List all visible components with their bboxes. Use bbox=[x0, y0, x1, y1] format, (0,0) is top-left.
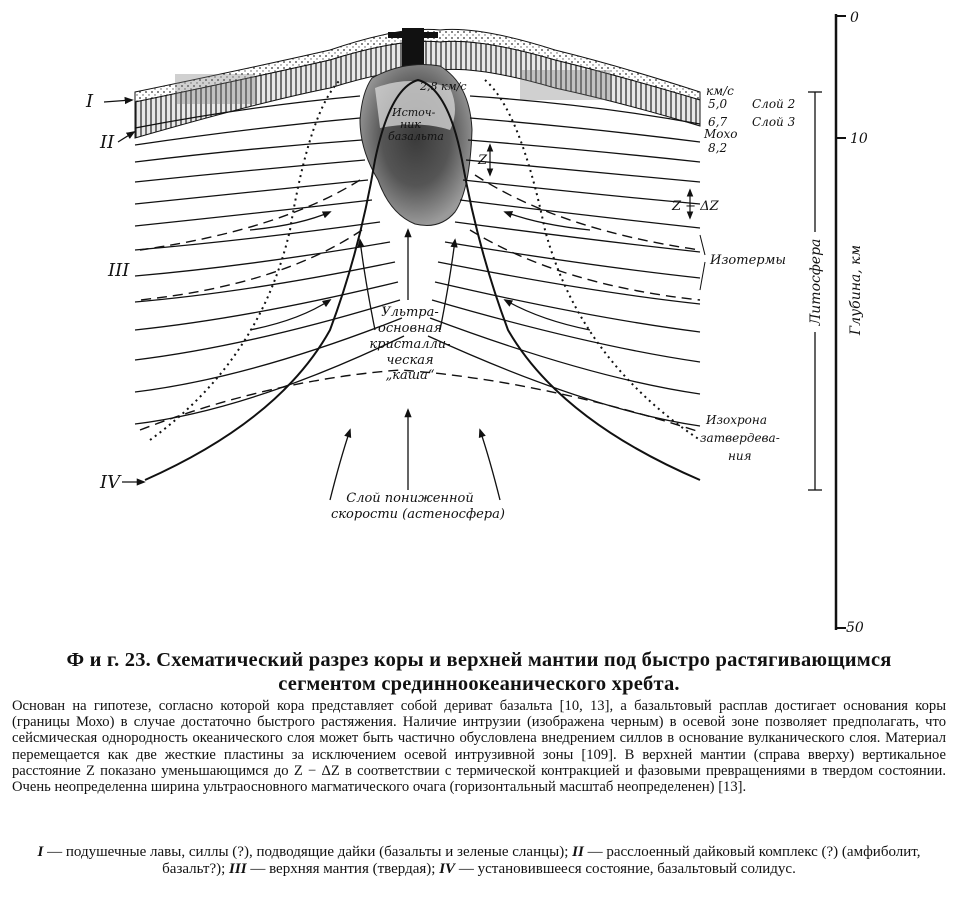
isochron-label: Изохрона затвердева- ния bbox=[700, 413, 780, 463]
basalt-source-line-3: базальта bbox=[388, 130, 444, 143]
basalt-source-line-1: Источ- bbox=[391, 106, 436, 119]
flow-arrows bbox=[249, 211, 591, 501]
layer-2-label: Слой 2 bbox=[752, 97, 795, 111]
figure-legend: I — подушечные лавы, силлы (?), подводящ… bbox=[12, 844, 946, 878]
figure-caption-title: Ф и г. 23. Схематический разрез коры и в… bbox=[14, 648, 944, 696]
velocity-mantle: 8,2 bbox=[708, 141, 727, 155]
caption-title-line-2: сегментом срединноокеанического хребта. bbox=[278, 673, 680, 695]
caption-body-text: Основан на гипотезе, согласно которой ко… bbox=[12, 698, 946, 796]
basalt-solidus-curve bbox=[144, 78, 701, 481]
legend-II-key: II bbox=[572, 844, 584, 860]
crust-velocity-labels: км/с 5,0 6,7 Мохо 8,2 Слой 2 Слой 3 2,8 … bbox=[419, 80, 796, 155]
layer-3-hatched bbox=[134, 40, 701, 139]
z-label: Z bbox=[477, 153, 488, 168]
depth-scale: 0 10 50 Глубина, км Литосфера bbox=[806, 10, 868, 636]
layer-3-label: Слой 3 bbox=[752, 115, 796, 129]
legend-I-key: I bbox=[37, 844, 44, 860]
basalt-source-line-2: ник bbox=[400, 118, 421, 131]
label-IV: IV bbox=[99, 472, 122, 493]
legend-III-text: — верхняя мантия (твердая); bbox=[246, 861, 440, 877]
ridge-cross-section-figure: I II III IV км/с 5,0 6,7 Мохо 8,2 Слой 2… bbox=[85, 10, 868, 636]
legend-I-text: — подушечные лавы, силлы (?), подводящие… bbox=[43, 844, 573, 860]
z-markers: Z Z − ΔZ bbox=[477, 143, 720, 220]
legend-II-text: — расслоенный дайковый комплекс (?) (амф… bbox=[162, 844, 921, 877]
depth-axis-label: Глубина, км bbox=[848, 245, 864, 336]
figure-caption-body: Основан на гипотезе, согласно которой ко… bbox=[12, 698, 946, 795]
lithosphere-label: Литосфера bbox=[808, 239, 824, 327]
isotherms-label-group: Изотермы bbox=[699, 234, 786, 291]
legend-IV-text: — установившееся состояние, базальтовый … bbox=[455, 861, 796, 877]
depth-tick-50: 50 bbox=[846, 620, 864, 636]
crystal-mush-line-3: кристалли- bbox=[369, 337, 450, 352]
isochron-line-1: Изохрона bbox=[705, 413, 767, 427]
label-III: III bbox=[107, 260, 130, 281]
crystal-mush-label: Ультра- основная кристалли- ческая „каша… bbox=[369, 305, 450, 383]
isotherm-lines bbox=[134, 95, 701, 427]
surface-velocity: 2,8 км/с bbox=[419, 80, 467, 93]
solidification-isochron-dashed bbox=[139, 369, 701, 433]
legend-IV-key: IV bbox=[439, 861, 456, 877]
crystal-mush-line-2: основная bbox=[378, 321, 442, 336]
velocity-unit: км/с bbox=[706, 84, 734, 98]
roman-labels: I II III IV bbox=[85, 91, 146, 493]
dotted-boundary bbox=[149, 79, 701, 441]
depth-tick-10: 10 bbox=[850, 131, 868, 147]
isotherms-label: Изотермы bbox=[709, 253, 786, 268]
depth-tick-0: 0 bbox=[850, 10, 859, 26]
asthenosphere-line-1: Слой пониженной bbox=[346, 491, 474, 506]
label-I: I bbox=[85, 91, 94, 112]
asthenosphere-label: Слой пониженной скорости (астеносфера) bbox=[331, 491, 505, 522]
z-minus-delta-label: Z − ΔZ bbox=[671, 199, 720, 214]
isochron-line-2: затвердева- bbox=[700, 431, 780, 445]
crystal-mush-line-4: ческая bbox=[386, 353, 433, 368]
moho-label: Мохо bbox=[703, 127, 738, 141]
caption-title-line-1: Ф и г. 23. Схематический разрез коры и в… bbox=[66, 649, 892, 671]
basalt-source-label: Источ- ник базальта bbox=[388, 106, 444, 143]
crystal-mush-line-1: Ультра- bbox=[381, 305, 439, 320]
asthenosphere-line-2: скорости (астеносфера) bbox=[331, 507, 505, 522]
velocity-layer3: 6,7 bbox=[708, 115, 727, 129]
velocity-layer2: 5,0 bbox=[708, 97, 727, 111]
legend-III-key: III bbox=[229, 861, 247, 877]
crystal-mush-line-5: „каша“ bbox=[386, 368, 435, 383]
label-II: II bbox=[99, 132, 115, 153]
isochron-line-3: ния bbox=[728, 449, 752, 463]
